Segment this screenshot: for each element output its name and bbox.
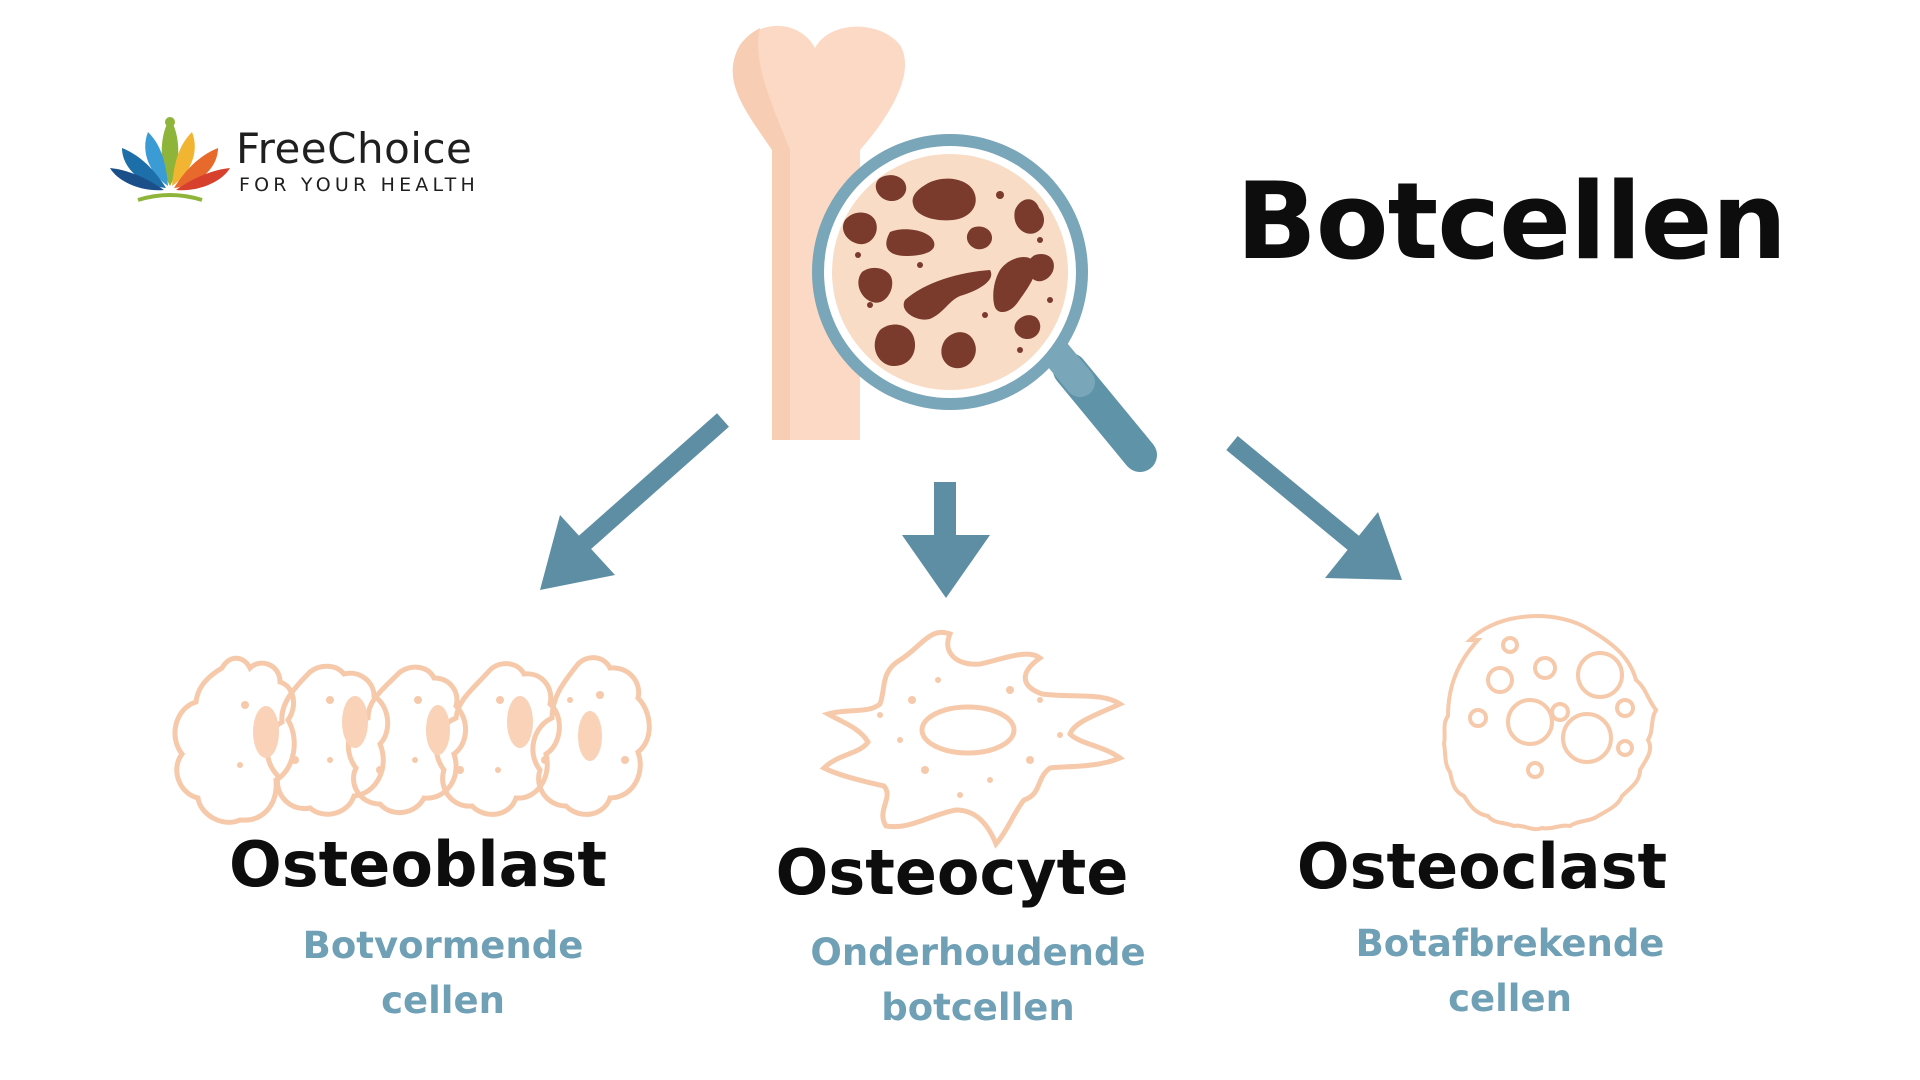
description-line: cellen xyxy=(381,979,505,1022)
page-title: Botcellen xyxy=(1236,160,1787,283)
bone-tissue-spots xyxy=(842,175,1054,369)
arrow-left-icon xyxy=(540,413,729,590)
description-line: Botafbrekende xyxy=(1355,922,1665,965)
arrow-down-icon xyxy=(902,482,990,598)
cell-description-osteoblast: Botvormende cellen xyxy=(223,918,663,1028)
osteoblast-illustration xyxy=(172,655,652,825)
logo-brand-text: FreeChoice xyxy=(236,124,473,173)
cell-title-osteocyte: Osteocyte xyxy=(775,836,1129,909)
cell-title-osteoclast: Osteoclast xyxy=(1296,830,1668,903)
cell-description-osteoclast: Botafbrekende cellen xyxy=(1290,916,1730,1026)
logo-tagline-text: FOR YOUR HEALTH xyxy=(239,174,479,196)
description-line: Onderhoudende xyxy=(810,931,1146,974)
description-line: Botvormende xyxy=(302,924,584,967)
magnifier-icon xyxy=(812,134,1157,472)
cell-title-osteoblast: Osteoblast xyxy=(229,828,607,901)
description-line: cellen xyxy=(1448,977,1572,1020)
osteoclast-illustration xyxy=(1441,614,1659,832)
cell-description-osteocyte: Onderhoudende botcellen xyxy=(758,925,1198,1035)
freechoice-logo: FreeChoice FOR YOUR HEALTH xyxy=(108,108,488,208)
arrow-right-icon xyxy=(1226,436,1402,580)
osteocyte-illustration xyxy=(819,629,1126,849)
lotus-icon xyxy=(110,117,230,202)
description-line: botcellen xyxy=(881,986,1075,1029)
